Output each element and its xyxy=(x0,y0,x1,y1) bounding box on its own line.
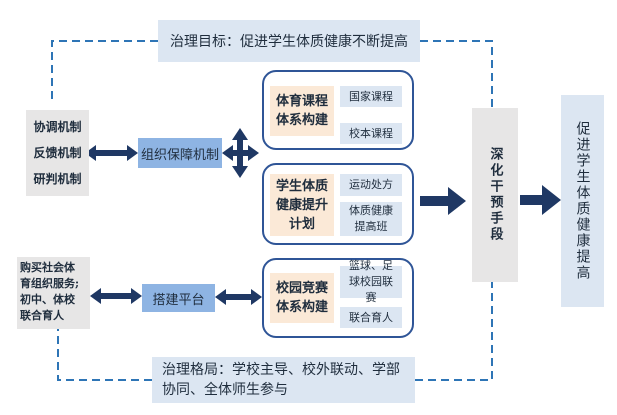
guarantee-mechanism-text: 组织保障机制 xyxy=(140,147,219,163)
competition-title-line-1: 校园竞赛 xyxy=(275,281,328,296)
services-line-2: 育组织服务; xyxy=(20,277,80,290)
competition-joint-education: 联合育人 xyxy=(340,307,402,328)
curriculum-title-line-1: 体育课程 xyxy=(275,94,328,109)
dashed-line-bottom-left xyxy=(57,328,152,381)
cross-arrow-guarantee xyxy=(222,128,259,178)
services-line-3: 初中、体校 xyxy=(20,293,75,306)
curriculum-title-line-2: 体系构建 xyxy=(275,113,328,128)
fitness-prescription-text: 运动处方 xyxy=(349,178,393,191)
dashed-line-top-right xyxy=(420,40,493,108)
fitness-prescription: 运动处方 xyxy=(340,174,402,196)
mechanism-coordination: 协调机制 xyxy=(33,120,82,134)
governance-goal: 治理目标：促进学生体质健康不断提高 xyxy=(158,20,420,62)
dashed-line-bottom-right xyxy=(415,282,493,381)
arrow-to-outcome xyxy=(520,185,561,215)
competition-title-line-2: 体系构建 xyxy=(275,300,328,315)
fitness-plan-title: 学生体质 健康提升 计划 xyxy=(270,174,334,236)
fitness-improvement-class: 体质健康提高班 xyxy=(340,202,402,236)
dashed-line-top-left xyxy=(51,40,158,100)
double-arrow-platform xyxy=(215,289,262,305)
curriculum-school: 校本课程 xyxy=(340,123,402,144)
curriculum-national: 国家课程 xyxy=(340,86,402,107)
governance-goal-text: 治理目标：促进学生体质健康不断提高 xyxy=(170,34,408,50)
curriculum-national-text: 国家课程 xyxy=(349,89,393,103)
curriculum-title: 体育课程 体系构建 xyxy=(270,86,334,136)
competition-title: 校园竞赛 体系构建 xyxy=(270,273,334,323)
mechanisms-box: 协调机制 反馈机制 研判机制 xyxy=(26,110,89,196)
platform-text: 搭建平台 xyxy=(152,292,205,308)
deepen-intervention-text: 深化干预手段 xyxy=(487,147,503,243)
guarantee-mechanism-box: 组织保障机制 xyxy=(138,138,222,168)
competition-league-text: 篮球、足球校园联赛 xyxy=(349,259,393,304)
fitness-improvement-class-text: 体质健康提高班 xyxy=(349,204,393,233)
platform-box: 搭建平台 xyxy=(142,284,215,312)
competition-joint-education-text: 联合育人 xyxy=(349,310,393,324)
arrow-to-deepen xyxy=(420,187,466,215)
curriculum-school-text: 校本课程 xyxy=(349,126,393,140)
fitness-plan-title-line-2: 健康提升 xyxy=(275,197,328,213)
fitness-plan-title-line-1: 学生体质 xyxy=(275,178,328,194)
services-line-4: 联合育人 xyxy=(20,309,64,322)
deepen-intervention-box: 深化干预手段 xyxy=(472,108,518,282)
fitness-plan-title-line-3: 计划 xyxy=(288,216,315,232)
double-arrow-mechanisms xyxy=(85,145,138,161)
outcome-text: 促进学生体质健康提高 xyxy=(574,121,591,281)
governance-pattern: 治理格局：学校主导、校外联动、学部 协同、全体师生参与 xyxy=(152,357,415,403)
double-arrow-services xyxy=(90,288,142,304)
services-box: 购买社会体 育组织服务; 初中、体校 联合育人 xyxy=(17,257,90,329)
governance-pattern-line-2: 协同、全体师生参与 xyxy=(162,382,288,398)
mechanism-feedback: 反馈机制 xyxy=(33,146,82,160)
outcome-box: 促进学生体质健康提高 xyxy=(561,95,604,307)
dashed-frame xyxy=(51,40,493,381)
governance-pattern-line-1: 治理格局：学校主导、校外联动、学部 xyxy=(162,362,400,378)
competition-league: 篮球、足球校园联赛 xyxy=(340,259,402,304)
mechanism-judgement: 研判机制 xyxy=(33,172,82,186)
services-line-1: 购买社会体 xyxy=(20,261,75,274)
